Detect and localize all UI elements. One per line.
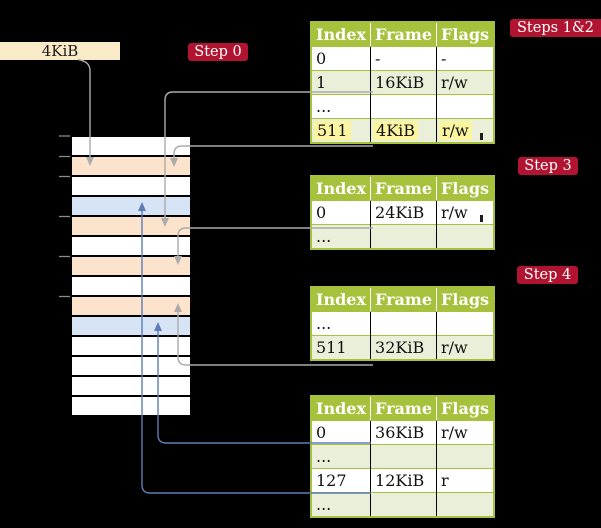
table-cell [436,492,495,517]
highlighted-value: 511 [314,121,351,140]
column-header: Index [311,396,372,421]
column-header: Flags [436,396,495,421]
column-header: Flags [436,176,495,201]
memory-frame-row-10 [72,317,190,337]
table-cell [436,311,495,336]
table-row: ... [311,94,495,119]
badge-step-3: Step 3 [518,157,578,175]
table-cell: 0 [311,420,372,445]
highlighted-value: r/w [439,121,472,140]
memory-frame-row-14 [72,397,190,415]
table-cell: - [436,46,495,71]
table-cell: 0 [311,200,372,225]
memory-frame-row-8 [72,277,190,297]
table-cell: ... [311,492,372,517]
column-header: Index [311,22,372,47]
memory-frame-row-2 [72,157,190,177]
table-cell: r/w [436,200,495,225]
table-cell [436,94,495,119]
table-cell: ... [311,94,372,119]
table-cell [370,224,438,249]
table-cell: 16KiB [370,70,438,95]
badge-step-4: Step 4 [517,266,578,284]
table-row: 511 4KiB r/w [311,118,495,143]
memory-frame-row-5 [72,217,190,237]
table-cell [370,311,438,336]
table-cell: - [370,46,438,71]
table-cell: r/w [436,335,495,360]
table-cell [436,224,495,249]
column-header: Frame [370,287,438,312]
table-cell: 127 [311,468,372,493]
column-header: Frame [370,176,438,201]
badge-steps-1-2: Steps 1&2 [510,19,601,37]
table-cell: 1 [311,70,372,95]
column-header: Frame [370,22,438,47]
memory-frame-row-12 [72,357,190,377]
memory-frame-row-3 [72,177,190,197]
column-header: Index [311,176,372,201]
table-cell: 12KiB [370,468,438,493]
table-cell: 511 [311,335,372,360]
column-header: Index [311,287,372,312]
table-cell [370,94,438,119]
table-cell: 36KiB [370,420,438,445]
source-frame-box: 4KiB [0,42,120,60]
column-header: Flags [436,22,495,47]
highlighted-value: 4KiB [373,121,419,140]
table-cell: r/w [436,118,495,143]
table-cell: 4KiB [370,118,438,143]
memory-frame-row-4 [72,197,190,217]
table-row: ... [311,444,495,469]
table-row: ... [311,311,495,336]
table-cell: 32KiB [370,335,438,360]
table-cell: ... [311,224,372,249]
physical-memory-stack [70,135,192,417]
table-cell [370,444,438,469]
table-row: ... [311,224,495,249]
table-cell [436,444,495,469]
memory-stack-ticks [59,135,70,298]
badge-step-0: Step 0 [188,43,248,61]
table-cell: 511 [311,118,372,143]
memory-frame-row-7 [72,257,190,277]
source-frame-label: 4KiB [41,42,79,60]
memory-frame-row-9 [72,297,190,317]
table-cell: ... [311,311,372,336]
table-cell: 0 [311,46,372,71]
table-cell: r/w [436,420,495,445]
table-cell: r/w [436,70,495,95]
table-row: 0-- [311,46,495,71]
memory-frame-row-1 [72,137,190,157]
connector-4KiB-to-frame2 [170,145,373,167]
table-cell: ... [311,444,372,469]
table-cell [370,492,438,517]
table-row: ... [311,492,495,517]
table-cell: r [436,468,495,493]
column-header: Flags [436,287,495,312]
memory-frame-row-11 [72,337,190,357]
table-cell: 24KiB [370,200,438,225]
memory-frame-row-6 [72,237,190,257]
memory-frame-row-13 [72,377,190,397]
column-header: Frame [370,396,438,421]
